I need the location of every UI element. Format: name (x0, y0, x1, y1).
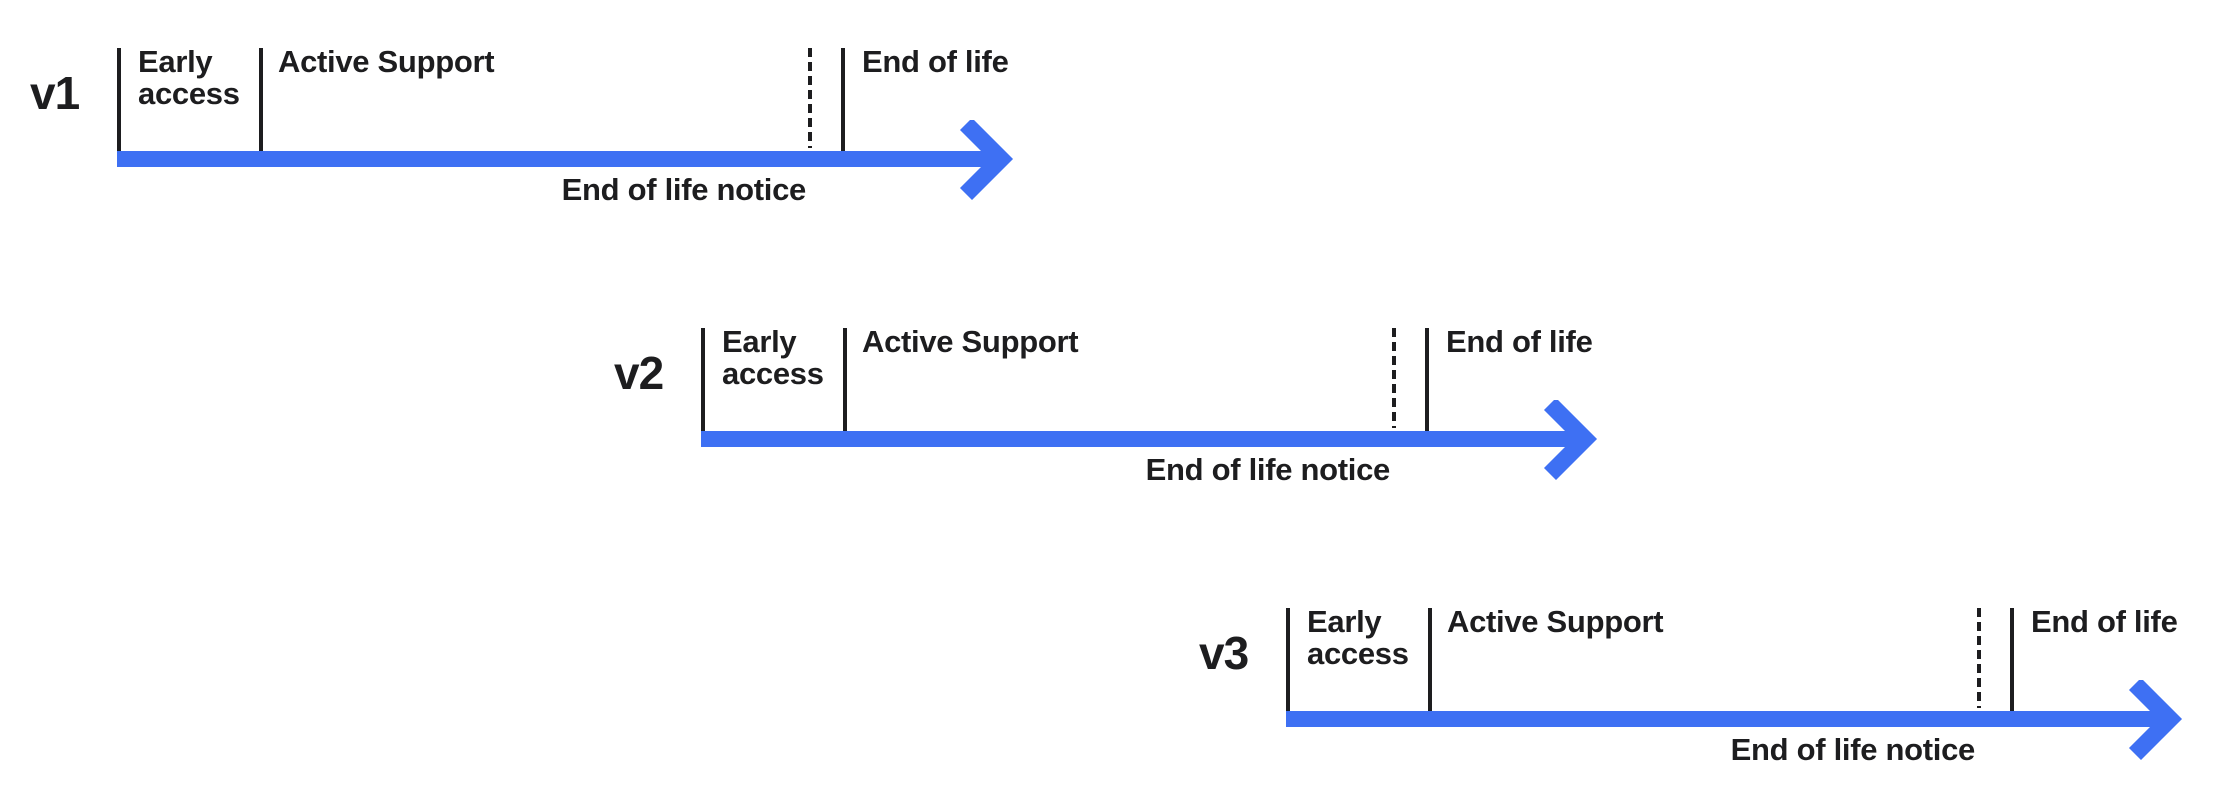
eol-notice-label: End of life notice (1730, 732, 1976, 767)
timeline-arrow-icon (1286, 680, 2183, 760)
timeline-arrow-icon (117, 120, 1014, 200)
active-support-start-tick (259, 48, 263, 152)
active-support-label: Active Support (862, 324, 1079, 359)
end-of-life-tick (2010, 608, 2014, 712)
version-label: v2 (614, 347, 664, 399)
eol-notice-label: End of life notice (561, 172, 807, 207)
early-access-label: Early access (1307, 604, 1409, 671)
early-access-start-tick (1286, 608, 1290, 712)
end-of-life-label: End of life (2031, 604, 2178, 639)
eol-notice-label: End of life notice (1145, 452, 1391, 487)
early-access-start-tick (117, 48, 121, 152)
active-support-start-tick (1428, 608, 1432, 712)
timeline-v1: v1 Early access Active Support End of li… (15, 40, 1035, 225)
end-of-life-label: End of life (1446, 324, 1593, 359)
early-access-start-tick (701, 328, 705, 432)
eol-notice-dashed-line (1977, 608, 1981, 708)
timeline-v3: v3 Early access Active Support End of li… (1184, 600, 2204, 785)
end-of-life-tick (1425, 328, 1429, 432)
eol-notice-dashed-line (808, 48, 812, 148)
end-of-life-tick (841, 48, 845, 152)
eol-notice-dashed-line (1392, 328, 1396, 428)
timeline-v2: v2 Early access Active Support End of li… (599, 320, 1619, 505)
active-support-start-tick (843, 328, 847, 432)
early-access-label: Early access (138, 44, 240, 111)
timeline-arrow-icon (701, 400, 1598, 480)
active-support-label: Active Support (1447, 604, 1664, 639)
end-of-life-label: End of life (862, 44, 1009, 79)
version-label: v3 (1199, 627, 1249, 679)
version-label: v1 (30, 67, 80, 119)
early-access-label: Early access (722, 324, 824, 391)
active-support-label: Active Support (278, 44, 495, 79)
